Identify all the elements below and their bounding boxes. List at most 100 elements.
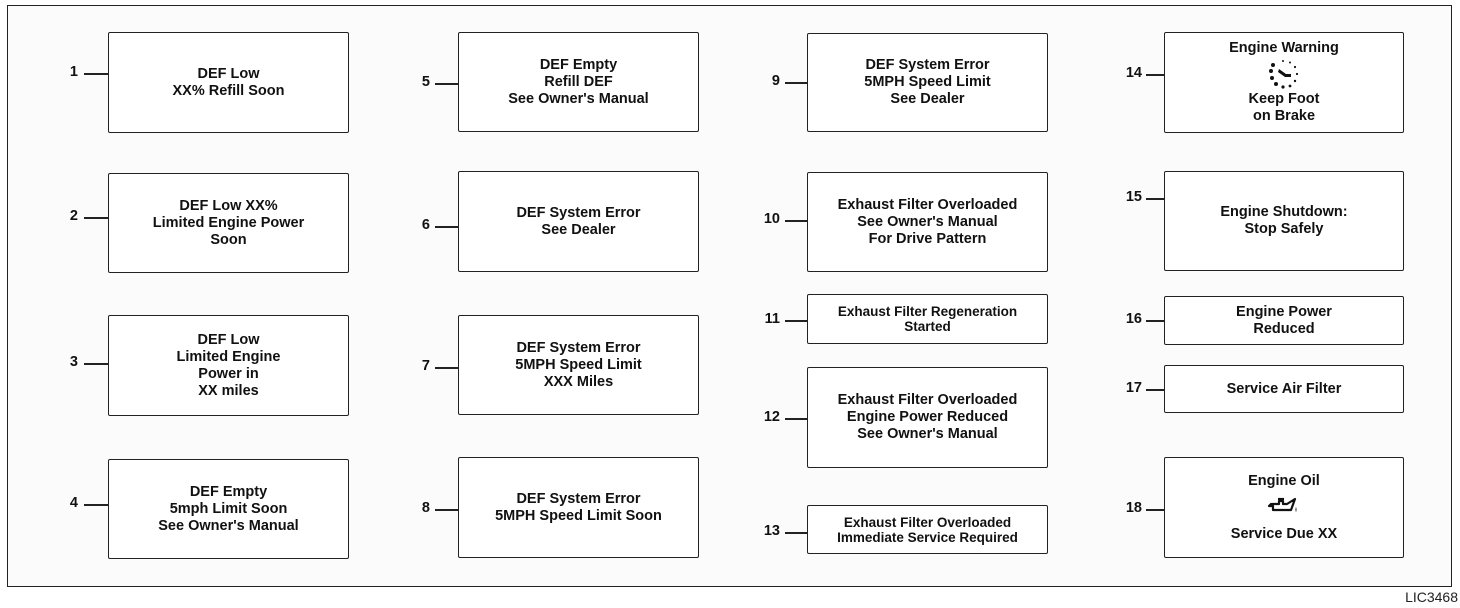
message-line: Exhaust Filter Overloaded xyxy=(843,514,1012,530)
message-line: 5MPH Speed Limit Soon xyxy=(495,507,662,524)
leader-line-16 xyxy=(1146,320,1164,322)
message-line: Keep Foot xyxy=(1248,91,1320,107)
callout-number-1: 1 xyxy=(69,64,78,80)
message-line: Engine Shutdown: xyxy=(1220,204,1348,220)
message-line: Limited Engine Power xyxy=(152,214,305,231)
callout-number-10: 10 xyxy=(763,211,780,227)
message-line: Refill DEF xyxy=(544,73,613,90)
message-box-15: Engine Shutdown: Stop Safely xyxy=(1164,171,1404,271)
leader-line-5 xyxy=(435,83,458,85)
leader-line-10 xyxy=(785,220,807,222)
message-line: 5MPH Speed Limit xyxy=(864,74,991,90)
message-line: 5mph Limit Soon xyxy=(169,500,288,517)
message-line: See Dealer xyxy=(890,91,965,107)
callout-number-13: 13 xyxy=(763,523,780,539)
message-line: See Owner's Manual xyxy=(857,213,998,230)
message-line: Exhaust Filter Regeneration xyxy=(837,304,1018,319)
message-box-4: DEF Empty 5mph Limit Soon See Owner's Ma… xyxy=(108,459,349,559)
message-line: Power in xyxy=(198,365,259,382)
message-box-13: Exhaust Filter Overloaded Immediate Serv… xyxy=(807,505,1048,554)
leader-line-4 xyxy=(84,504,108,506)
message-line: Engine Power xyxy=(1236,303,1332,320)
message-line: Service Due XX xyxy=(1230,525,1338,542)
message-box-7: DEF System Error 5MPH Speed Limit XXX Mi… xyxy=(458,315,699,415)
callout-number-2: 2 xyxy=(69,208,78,224)
leader-line-3 xyxy=(84,363,108,365)
callout-number-15: 15 xyxy=(1125,189,1142,205)
message-line: DEF System Error xyxy=(516,490,641,507)
message-line: DEF Low xyxy=(197,331,260,348)
callout-number-11: 11 xyxy=(764,311,780,327)
callout-number-8: 8 xyxy=(421,500,430,516)
callout-number-12: 12 xyxy=(763,409,780,425)
callout-number-14: 14 xyxy=(1125,65,1142,81)
message-line: DEF System Error xyxy=(516,339,641,356)
leader-line-1 xyxy=(84,73,108,75)
oil-can-icon xyxy=(1267,497,1297,512)
message-box-6: DEF System Error See Dealer xyxy=(458,171,699,272)
callout-number-4: 4 xyxy=(69,495,78,511)
message-box-14: Engine Warning Keep Foot on Brake xyxy=(1164,32,1404,133)
message-line: Soon xyxy=(210,231,247,248)
leader-line-6 xyxy=(435,226,458,228)
brake-pedal-icon xyxy=(1269,60,1299,89)
leader-line-7 xyxy=(435,367,458,369)
message-line: XXX Miles xyxy=(543,373,614,390)
message-box-5: DEF Empty Refill DEF See Owner's Manual xyxy=(458,32,699,132)
message-line: Engine Power Reduced xyxy=(846,409,1009,425)
message-box-1: DEF Low XX% Refill Soon xyxy=(108,32,349,133)
leader-line-15 xyxy=(1146,198,1164,200)
message-line: XX miles xyxy=(198,382,259,399)
leader-line-14 xyxy=(1146,74,1164,76)
message-line: DEF System Error xyxy=(865,57,990,73)
callout-number-3: 3 xyxy=(69,354,78,370)
message-box-8: DEF System Error 5MPH Speed Limit Soon xyxy=(458,457,699,558)
message-line: XX% Refill Soon xyxy=(172,82,285,99)
message-line: DEF System Error xyxy=(516,204,641,221)
message-line: Started xyxy=(904,319,951,334)
message-box-17: Service Air Filter xyxy=(1164,365,1404,413)
message-line: Stop Safely xyxy=(1244,221,1324,237)
figure-code: LIC3468 xyxy=(1405,589,1458,605)
leader-line-18 xyxy=(1146,509,1164,511)
callout-number-16: 16 xyxy=(1125,311,1142,327)
leader-line-8 xyxy=(435,509,458,511)
message-box-2: DEF Low XX% Limited Engine Power Soon xyxy=(108,173,349,273)
message-box-11: Exhaust Filter Regeneration Started xyxy=(807,294,1048,344)
message-line: Reduced xyxy=(1253,320,1315,337)
message-line: See Owner's Manual xyxy=(508,90,649,107)
message-line: For Drive Pattern xyxy=(868,230,987,247)
message-line: DEF Empty xyxy=(539,56,618,73)
callout-number-17: 17 xyxy=(1125,380,1142,396)
leader-line-12 xyxy=(785,418,807,420)
message-line: Immediate Service Required xyxy=(837,529,1018,545)
leader-line-2 xyxy=(84,217,108,219)
message-title: Engine Oil xyxy=(1248,472,1320,489)
message-box-9: DEF System Error 5MPH Speed Limit See De… xyxy=(807,33,1048,132)
message-line: Service Air Filter xyxy=(1226,380,1342,397)
message-box-10: Exhaust Filter Overloaded See Owner's Ma… xyxy=(807,172,1048,272)
leader-line-9 xyxy=(785,82,807,84)
message-line: See Dealer xyxy=(541,221,616,238)
message-line: Limited Engine xyxy=(176,348,281,365)
message-line: See Owner's Manual xyxy=(857,426,998,442)
leader-line-13 xyxy=(785,532,807,534)
message-box-12: Exhaust Filter Overloaded Engine Power R… xyxy=(807,367,1048,468)
message-line: 5MPH Speed Limit xyxy=(515,356,642,373)
message-line: Exhaust Filter Overloaded xyxy=(837,392,1018,408)
message-line: DEF Low xyxy=(197,65,260,82)
callout-number-18: 18 xyxy=(1125,500,1142,516)
message-line: on Brake xyxy=(1252,108,1316,124)
callout-number-5: 5 xyxy=(421,74,430,90)
message-box-16: Engine Power Reduced xyxy=(1164,296,1404,345)
callout-number-6: 6 xyxy=(421,217,430,233)
leader-line-11 xyxy=(785,320,807,322)
message-box-3: DEF Low Limited Engine Power in XX miles xyxy=(108,315,349,416)
message-line: Exhaust Filter Overloaded xyxy=(837,196,1018,213)
message-box-18: Engine Oil Service Due XX xyxy=(1164,457,1404,558)
message-line: DEF Low XX% xyxy=(179,197,278,214)
callout-number-9: 9 xyxy=(771,73,780,89)
message-line: DEF Empty xyxy=(189,483,268,500)
message-line: See Owner's Manual xyxy=(158,517,299,534)
leader-line-17 xyxy=(1146,389,1164,391)
